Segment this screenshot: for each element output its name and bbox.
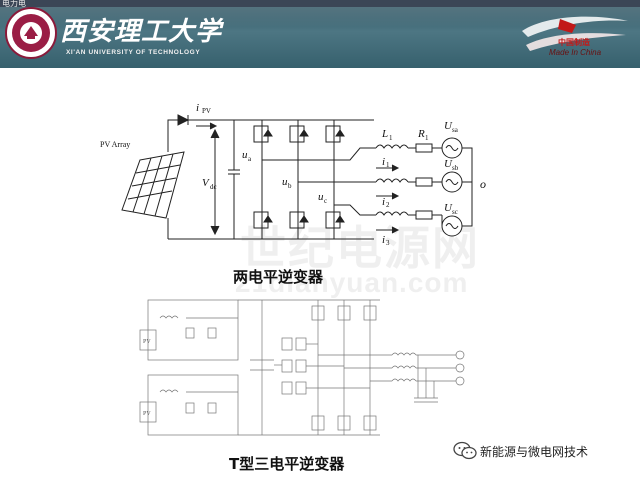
- pv-label-lower: PV: [143, 411, 151, 417]
- two-level-caption: 两电平逆变器: [233, 268, 324, 286]
- svg-text:u: u: [282, 176, 288, 188]
- svg-text:PV: PV: [202, 107, 211, 115]
- svg-text:i: i: [196, 102, 199, 114]
- svg-text:i: i: [382, 196, 385, 208]
- svg-text:b: b: [288, 182, 292, 190]
- svg-text:U: U: [444, 158, 453, 170]
- title-bar: 电力电: [0, 0, 640, 8]
- slide-header: [0, 7, 640, 68]
- svg-text:c: c: [324, 197, 327, 205]
- svg-text:sa: sa: [452, 126, 459, 134]
- svg-text:i: i: [382, 234, 385, 246]
- title-bar-label: 电力电: [2, 0, 26, 8]
- pv-array-label: PV Array: [100, 140, 130, 149]
- svg-text:V: V: [202, 177, 210, 189]
- footer-account-name: 新能源与微电网技术: [480, 445, 589, 459]
- school-name-en: XI'AN UNIVERSITY OF TECHNOLOGY: [66, 49, 201, 56]
- school-name-cn: 西安理工大学: [60, 17, 223, 47]
- svg-text:R: R: [417, 128, 425, 140]
- made-in-china-badge-icon: [522, 16, 628, 51]
- made-in-china-cn: 中国制造: [558, 38, 590, 47]
- svg-text:sb: sb: [452, 164, 459, 172]
- svg-text:1: 1: [425, 134, 429, 142]
- made-in-china-en: Made In China: [549, 48, 602, 57]
- svg-text:sc: sc: [452, 208, 458, 216]
- wechat-icon: [453, 441, 477, 460]
- svg-text:L: L: [381, 128, 388, 140]
- svg-text:U: U: [444, 120, 453, 132]
- svg-text:3: 3: [386, 239, 390, 247]
- switch-icon: [253, 125, 345, 229]
- svg-text:u: u: [318, 191, 324, 203]
- pv-array-icon: [121, 151, 185, 219]
- pv-label-upper: PV: [143, 339, 151, 345]
- svg-text:U: U: [444, 202, 453, 214]
- svg-text:2: 2: [386, 201, 390, 209]
- svg-text:u: u: [242, 149, 248, 161]
- university-logo-icon: [5, 7, 57, 59]
- svg-text:o: o: [480, 177, 486, 191]
- svg-text:i: i: [382, 156, 385, 168]
- svg-text:dc: dc: [210, 183, 217, 191]
- svg-text:1: 1: [386, 161, 390, 169]
- t-type-caption: T型三电平逆变器: [229, 455, 345, 473]
- svg-text:1: 1: [389, 134, 393, 142]
- svg-text:a: a: [248, 155, 252, 163]
